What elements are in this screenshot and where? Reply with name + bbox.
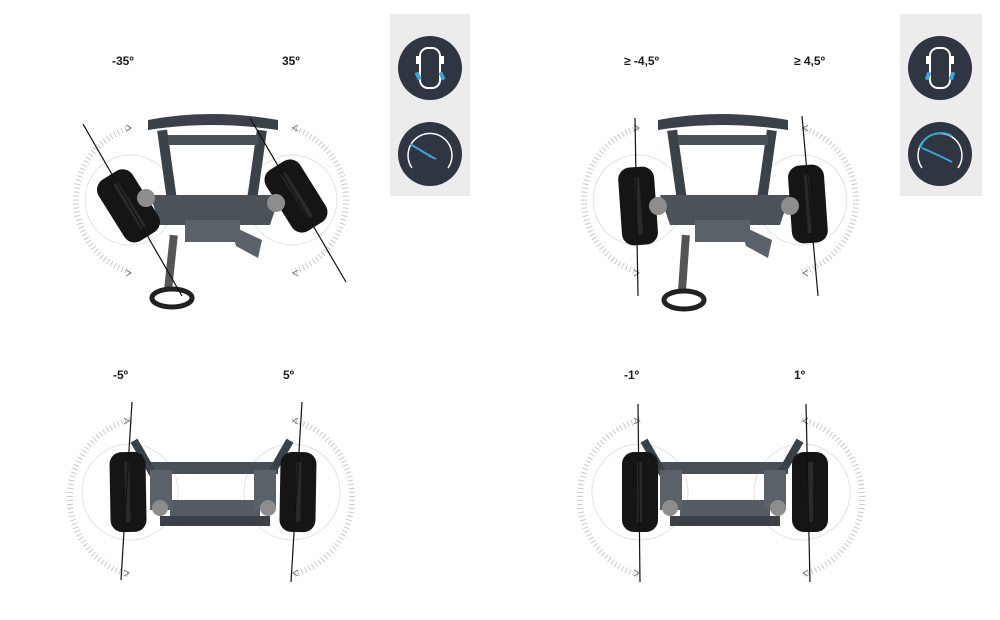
right-steering-axis-line xyxy=(249,117,347,283)
arc-arrow-mark xyxy=(125,124,132,132)
rear-camber-right-wheel xyxy=(792,452,828,532)
rear-camber-panel: -1º 1º xyxy=(500,330,1000,620)
arc-arrow-mark xyxy=(292,269,299,277)
left-steering-axis-line xyxy=(634,117,639,297)
arc-arrow-mark xyxy=(633,417,640,425)
front-right-hub xyxy=(267,194,285,212)
front-camber-left-label: -5º xyxy=(113,368,129,382)
front-right-angle-label: 35º xyxy=(282,54,300,68)
right-camber-axis-line xyxy=(290,401,303,583)
rear-left-angle-label: ≥ -4,5º xyxy=(624,54,659,68)
rear-steering-panel: ≥ -4,5º ≥ 4,5º xyxy=(500,0,1000,330)
left-wheel-sweep-arc xyxy=(581,125,639,275)
left-wheel-sweep-arc xyxy=(73,125,131,275)
arc-arrow-mark xyxy=(292,569,299,577)
rear-camber-left-label: -1º xyxy=(624,368,640,382)
arc-arrow-mark xyxy=(633,269,640,277)
arc-arrow-mark xyxy=(802,569,809,577)
car-rear-wheels-icon xyxy=(398,36,462,100)
steering-column xyxy=(678,234,690,291)
front-camber-panel: -5º 5º xyxy=(0,330,500,620)
arc-arrow-mark xyxy=(123,417,130,425)
arc-arrow-mark xyxy=(125,269,132,277)
left-wheel-sweep-arc xyxy=(576,417,641,578)
rear-camber-subframe xyxy=(640,438,804,526)
right-wheel-sweep-arc xyxy=(291,417,356,578)
rear-camber-left-hub xyxy=(662,500,678,516)
arc-arrow-mark xyxy=(292,124,299,132)
steering-column xyxy=(164,234,178,291)
front-left-hub xyxy=(137,189,155,207)
steering-gauge-icon xyxy=(398,122,462,186)
arc-arrow-mark xyxy=(633,569,640,577)
front-left-angle-label: -35º xyxy=(112,54,134,68)
rear-camber-left-wheel xyxy=(622,452,658,532)
rear-left-hub xyxy=(649,197,667,215)
left-steering-axis-line xyxy=(82,123,183,297)
car-rear-wheels-icon xyxy=(908,36,972,100)
front-camber-diagram xyxy=(66,401,356,583)
front-subframe xyxy=(148,114,280,258)
rear-right-hub xyxy=(781,197,799,215)
arc-arrow-mark xyxy=(123,569,130,577)
steering-wheel xyxy=(661,288,707,312)
rear-axle-steering-diagram xyxy=(581,114,859,312)
rear-camber-diagram xyxy=(576,403,866,583)
front-icon-panel xyxy=(390,14,470,196)
right-steering-axis-line xyxy=(801,115,819,297)
front-axle-steering-diagram xyxy=(73,114,349,310)
right-wheel-sweep-arc xyxy=(801,125,859,275)
left-wheel-sweep-arc xyxy=(66,417,131,578)
left-camber-axis-line xyxy=(637,403,641,583)
steering-gauge-icon xyxy=(908,122,972,186)
steering-wheel xyxy=(149,286,195,310)
left-camber-axis-line xyxy=(120,401,133,581)
front-camber-right-label: 5º xyxy=(283,368,295,382)
rear-right-angle-label: ≥ 4,5º xyxy=(794,54,825,68)
rear-icon-panel xyxy=(900,14,982,196)
front-camber-left-hub xyxy=(152,500,168,516)
right-camber-axis-line xyxy=(805,403,811,583)
front-steering-panel: -35º 35º xyxy=(0,0,500,330)
front-camber-right-hub xyxy=(260,500,276,516)
arc-arrow-mark xyxy=(292,417,299,425)
rear-camber-right-hub xyxy=(770,500,786,516)
rear-subframe xyxy=(658,114,790,258)
arc-arrow-mark xyxy=(802,269,809,277)
right-wheel-sweep-arc xyxy=(801,417,866,578)
rear-camber-right-label: 1º xyxy=(794,368,806,382)
right-wheel-sweep-arc xyxy=(291,125,349,275)
front-camber-subframe xyxy=(130,438,294,526)
